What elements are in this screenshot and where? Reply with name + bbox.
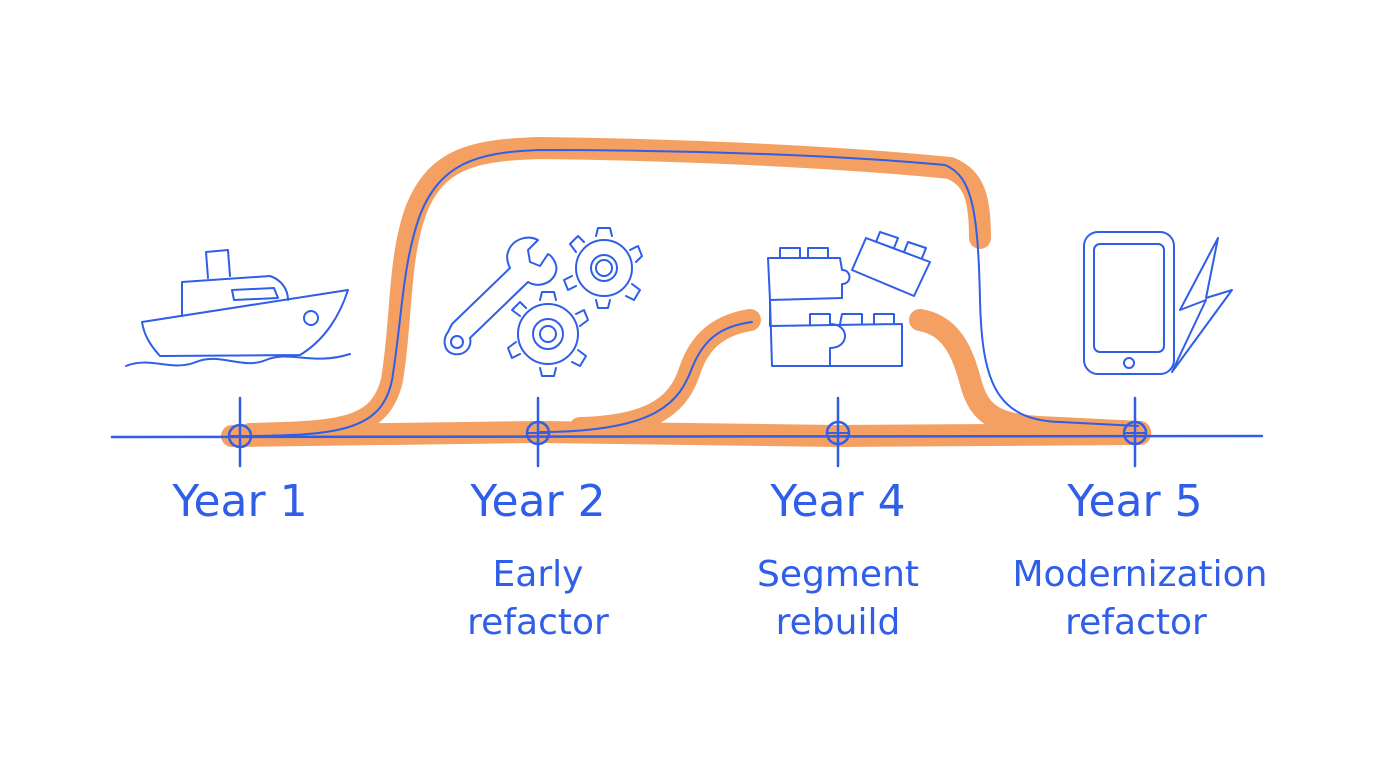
blue-line-big-loop [239, 149, 1139, 437]
caption-year-5-line-1: Modernization [1013, 554, 1268, 595]
year-label-2: Year 2 [469, 476, 605, 527]
orange-band-small-bump [569, 309, 761, 439]
wrench-gears-icon [443, 227, 643, 377]
orange-band-right-descent [909, 309, 1151, 443]
node-year-1 [227, 396, 253, 468]
caption-year-5-line-2: refactor [1065, 602, 1207, 643]
caption-year-4-line-1: Segment [757, 554, 919, 595]
caption-year-2-line-1: Early [493, 554, 584, 595]
year-label-4: Year 4 [769, 476, 905, 527]
timeline-axis [110, 434, 1264, 439]
tablet-lightning-icon [1083, 231, 1233, 375]
year-label-5: Year 5 [1066, 476, 1202, 527]
blue-path-lines [239, 149, 1139, 437]
building-blocks-icon [767, 231, 931, 367]
year-labels: Year 1 Year 2 Year 4 Year 5 [171, 476, 1202, 527]
caption-year-2-line-2: refactor [467, 602, 609, 643]
milestone-captions: Early refactor Segment rebuild Moderniza… [467, 554, 1267, 643]
caption-year-4-line-2: rebuild [776, 602, 901, 643]
ship-icon [125, 249, 351, 367]
node-year-4 [825, 396, 851, 468]
orange-band-big-loop [239, 137, 991, 445]
blue-line-small-bump [539, 321, 753, 433]
year-label-1: Year 1 [171, 476, 307, 527]
node-year-2 [525, 396, 551, 468]
node-year-5 [1122, 396, 1148, 468]
orange-path-bands [221, 137, 1151, 447]
timeline-nodes [227, 396, 1148, 468]
